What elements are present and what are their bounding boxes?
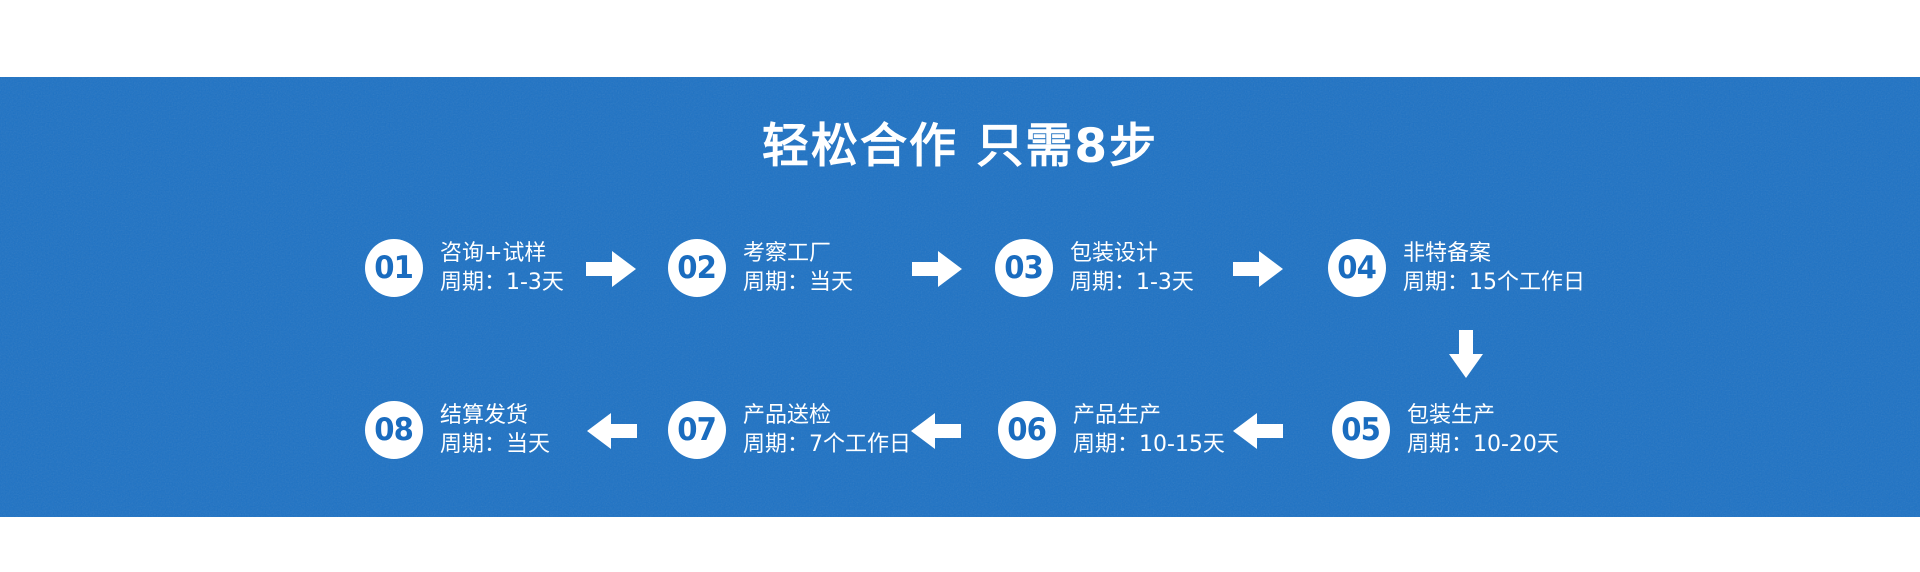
step-circle: 05 <box>1332 401 1390 459</box>
step-cycle: 周期：10-20天 <box>1407 432 1559 457</box>
step-name: 非特备案 <box>1403 241 1492 266</box>
step-circle: 01 <box>365 239 423 297</box>
arrow-left-icon <box>911 413 961 449</box>
step-item-04: 04 非特备案 周期：15个工作日 <box>1328 239 1585 297</box>
arrow-right-icon <box>586 251 636 287</box>
arrow-right-icon <box>912 251 962 287</box>
step-name: 包装设计 <box>1070 241 1159 266</box>
arrow-down-icon <box>1449 330 1483 378</box>
step-number: 03 <box>1004 249 1045 286</box>
step-number: 06 <box>1007 411 1048 448</box>
step-item-06: 06 产品生产 周期：10-15天 <box>998 401 1225 459</box>
step-cycle: 周期：当天 <box>440 432 551 457</box>
step-cycle: 周期：1-3天 <box>440 270 564 295</box>
section-title: 轻松合作 只需8步 <box>761 119 1159 174</box>
step-cycle: 周期：当天 <box>743 270 854 295</box>
step-item-08: 08 结算发货 周期：当天 <box>365 401 550 459</box>
step-text: 产品送检 周期：7个工作日 <box>743 401 911 459</box>
step-name: 包装生产 <box>1407 403 1496 428</box>
step-text: 非特备案 周期：15个工作日 <box>1403 239 1585 297</box>
step-circle: 08 <box>365 401 423 459</box>
step-circle: 06 <box>998 401 1056 459</box>
step-name: 产品送检 <box>743 403 832 428</box>
step-text: 考察工厂 周期：当天 <box>743 239 853 297</box>
step-circle: 04 <box>1328 239 1386 297</box>
step-text: 咨询+试样 周期：1-3天 <box>440 239 564 297</box>
step-text: 包装生产 周期：10-20天 <box>1407 401 1559 459</box>
step-text: 产品生产 周期：10-15天 <box>1073 401 1225 459</box>
step-item-05: 05 包装生产 周期：10-20天 <box>1332 401 1559 459</box>
step-number: 07 <box>677 411 718 448</box>
step-number: 01 <box>374 249 415 286</box>
arrow-left-icon <box>587 413 637 449</box>
arrow-right-icon <box>1233 251 1283 287</box>
step-name: 产品生产 <box>1073 403 1162 428</box>
step-name: 结算发货 <box>440 403 529 428</box>
step-number: 08 <box>374 411 415 448</box>
step-text: 结算发货 周期：当天 <box>440 401 550 459</box>
step-item-01: 01 咨询+试样 周期：1-3天 <box>365 239 564 297</box>
step-number: 05 <box>1341 411 1382 448</box>
step-cycle: 周期：7个工作日 <box>743 432 911 457</box>
step-name: 考察工厂 <box>743 241 832 266</box>
step-circle: 03 <box>995 239 1053 297</box>
step-item-02: 02 考察工厂 周期：当天 <box>668 239 853 297</box>
step-name: 咨询+试样 <box>440 241 547 266</box>
step-circle: 07 <box>668 401 726 459</box>
step-cycle: 周期：10-15天 <box>1073 432 1225 457</box>
step-item-03: 03 包装设计 周期：1-3天 <box>995 239 1194 297</box>
step-number: 04 <box>1337 249 1378 286</box>
step-text: 包装设计 周期：1-3天 <box>1070 239 1194 297</box>
step-cycle: 周期：1-3天 <box>1070 270 1194 295</box>
arrow-left-icon <box>1233 413 1283 449</box>
step-cycle: 周期：15个工作日 <box>1403 270 1585 295</box>
step-number: 02 <box>677 249 718 286</box>
step-circle: 02 <box>668 239 726 297</box>
step-item-07: 07 产品送检 周期：7个工作日 <box>668 401 911 459</box>
